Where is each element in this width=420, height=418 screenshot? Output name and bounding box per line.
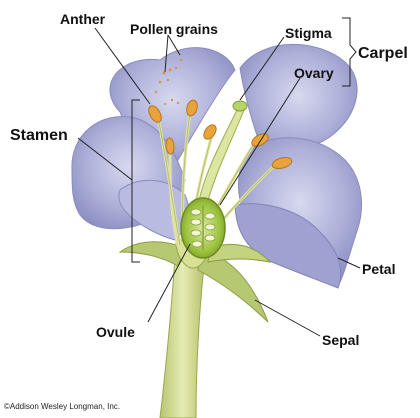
sepal-right-upper <box>207 244 272 263</box>
label-sepal: Sepal <box>322 332 360 348</box>
label-pollen-grains: Pollen grains <box>130 21 218 37</box>
label-stigma: Stigma <box>285 25 332 41</box>
stamen-bracket <box>131 99 140 263</box>
carpel-bracket <box>342 17 357 87</box>
stigma-tip <box>232 100 248 112</box>
anthers <box>148 99 293 169</box>
leader-lines <box>77 27 361 337</box>
pollen-dots <box>154 58 183 106</box>
sepal-left <box>118 241 186 267</box>
ovules <box>190 205 216 250</box>
label-ovule: Ovule <box>96 324 135 340</box>
label-ovary: Ovary <box>294 65 334 81</box>
label-anther: Anther <box>60 11 106 27</box>
copyright-credit: ©Addison Wesley Longman, Inc. <box>4 402 121 411</box>
stem <box>159 257 206 418</box>
label-stamen: Stamen <box>10 127 68 144</box>
label-petal: Petal <box>362 261 396 277</box>
label-carpel: Carpel <box>358 45 408 62</box>
